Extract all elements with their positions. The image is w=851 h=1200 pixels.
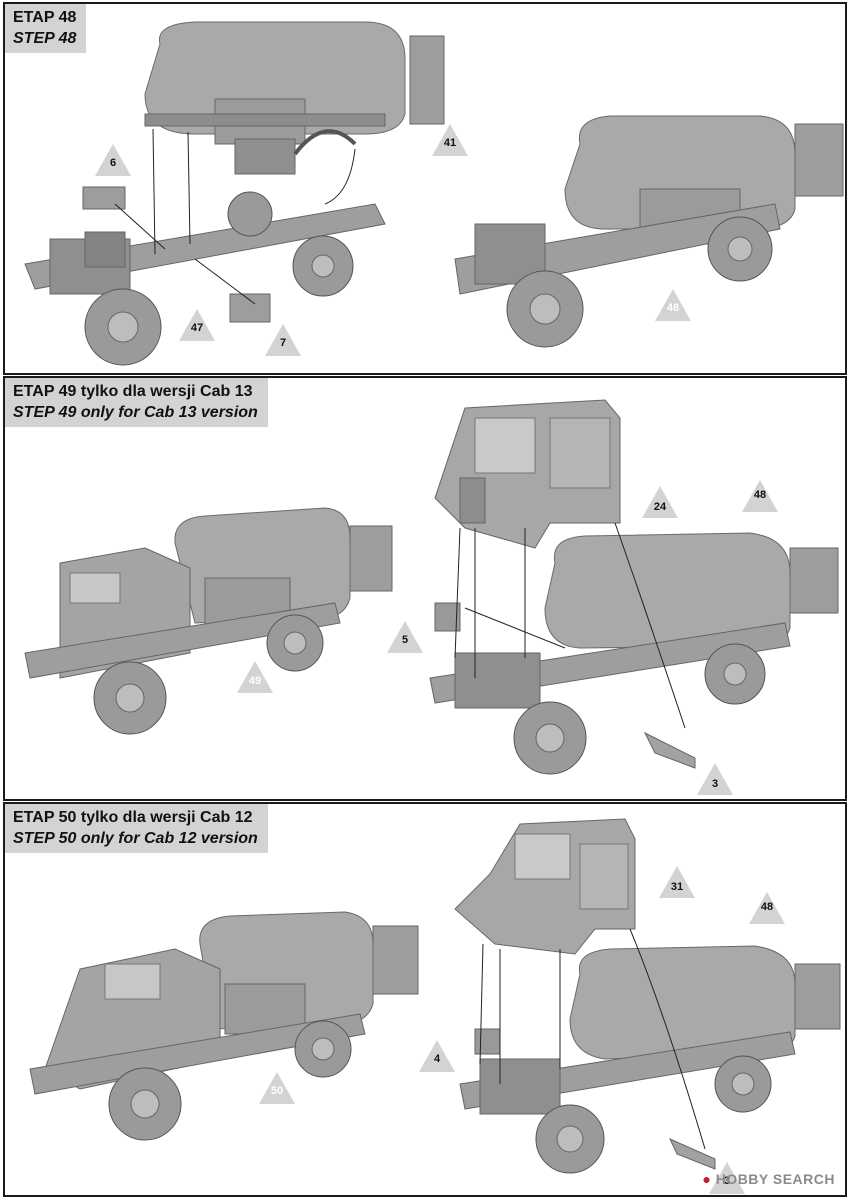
step-48-illustration (24, 21, 844, 366)
callout-markers (259, 866, 785, 1194)
watermark-logo-icon: ● (702, 1171, 712, 1187)
assembled-truck (454, 115, 844, 348)
step-49-panel: ETAP 49 tylko dla wersji Cab 13 STEP 49 … (3, 376, 847, 801)
step-header: ETAP 49 tylko dla wersji Cab 13 STEP 49 … (5, 378, 268, 427)
watermark-text: HOBBY SEARCH (715, 1171, 835, 1187)
callout-markers (237, 480, 778, 795)
watermark: ● HOBBY SEARCH (702, 1171, 835, 1187)
step-header: ETAP 48 STEP 48 (5, 4, 87, 53)
step-title: ETAP 49 tylko dla wersji Cab 13 (13, 383, 253, 400)
callout-49: 49 (248, 675, 262, 687)
tank-assembly-exploded (144, 21, 445, 175)
callout-3: 3 (711, 778, 719, 790)
assembly-lines (454, 522, 686, 729)
step-50-panel: ETAP 50 tylko dla wersji Cab 12 STEP 50 … (3, 802, 847, 1197)
callout-3: 3 (723, 1175, 731, 1187)
callout-47: 47 (190, 322, 204, 334)
callout-31: 31 (670, 881, 684, 893)
assembled-truck-cab12 (29, 911, 419, 1141)
cab-12-exploded (454, 818, 636, 1055)
chassis-with-tank (459, 945, 841, 1174)
assembly-lines (479, 928, 706, 1150)
step-header: ETAP 50 tylko dla wersji Cab 12 STEP 50 … (5, 804, 268, 853)
step-50-illustration (29, 818, 841, 1194)
callout-50: 50 (270, 1085, 284, 1097)
step-subtitle: STEP 50 only for Cab 12 version (13, 830, 258, 847)
callout-7: 7 (279, 337, 287, 349)
step-title: ETAP 50 tylko dla wersji Cab 12 (13, 809, 253, 826)
callout-4: 4 (433, 1053, 441, 1065)
callout-41: 41 (443, 137, 457, 149)
chassis-exploded (24, 186, 386, 366)
callout-48: 48 (753, 489, 767, 501)
assembled-truck-cab13 (24, 507, 393, 735)
callout-48: 48 (760, 901, 774, 913)
callout-markers (95, 124, 691, 356)
callout-48: 48 (666, 302, 680, 314)
step-49-illustration (24, 399, 839, 795)
callout-24: 24 (653, 501, 667, 513)
assembly-lines (114, 128, 356, 305)
callout-5: 5 (401, 634, 409, 646)
callout-6: 6 (109, 157, 117, 169)
step-subtitle: STEP 49 only for Cab 13 version (13, 404, 258, 421)
chassis-with-tank (429, 532, 839, 775)
step-title: ETAP 48 (13, 9, 77, 26)
step-subtitle: STEP 48 (13, 30, 77, 47)
step-48-panel: ETAP 48 STEP 48 (3, 2, 847, 375)
